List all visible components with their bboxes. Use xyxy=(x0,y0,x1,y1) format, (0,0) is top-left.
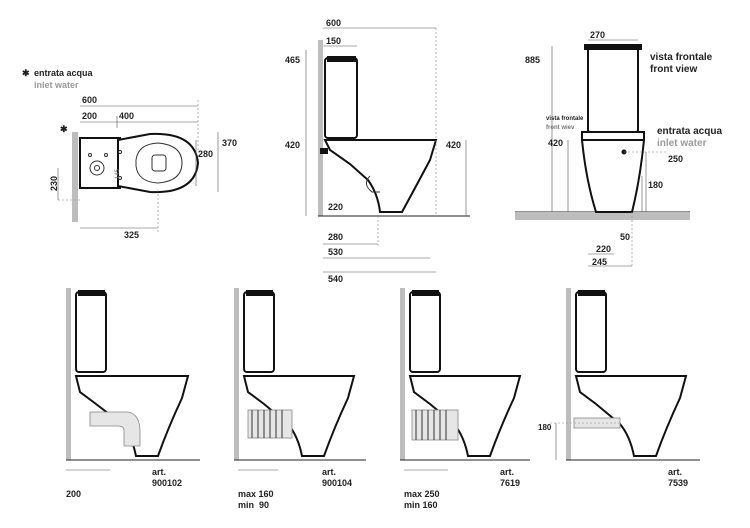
top-view-bowl xyxy=(117,132,200,194)
front-view-dim-250: 250 xyxy=(668,154,683,164)
front-view-dim-420: 420 xyxy=(548,138,563,148)
variant-art-label: art. xyxy=(668,467,682,477)
variant-wall xyxy=(66,288,71,460)
top-view-wall xyxy=(72,132,78,222)
variant-art-label: art. xyxy=(152,467,166,477)
top-view: ✱ entrata acqua inlet water ✱ 600 200 40… xyxy=(22,68,237,240)
front-view-inlet-it: entrata acqua xyxy=(657,126,722,137)
top-view-dim-145: 145 xyxy=(115,168,121,179)
variant-side-dim: 180 xyxy=(538,423,552,432)
legend-inlet-it: entrata acqua xyxy=(34,68,94,78)
side-view-dim-420-left: 420 xyxy=(285,140,300,150)
side-view-dim-220: 220 xyxy=(328,202,343,212)
side-view-wall xyxy=(318,40,323,216)
front-view-dim-885: 885 xyxy=(525,55,540,65)
side-view-dim-540: 540 xyxy=(328,274,343,284)
variant-wall xyxy=(566,288,571,460)
variant-art-label: art. xyxy=(322,467,336,477)
side-view-dim-465: 465 xyxy=(285,55,300,65)
top-view-drain xyxy=(151,154,167,172)
front-view-dim-50: 50 xyxy=(620,232,630,242)
variant-art-code: 900104 xyxy=(322,478,352,488)
variant-art-code: 7619 xyxy=(500,478,520,488)
variant-tank xyxy=(243,291,275,373)
variant-pipe xyxy=(411,409,459,441)
variant-dim-2: min 90 xyxy=(238,500,269,510)
variant-wall xyxy=(234,288,239,460)
variant-pipe xyxy=(89,411,141,447)
side-view-dim-150: 150 xyxy=(326,36,341,46)
variant-7539: 180 art. 7539 xyxy=(538,288,700,488)
variant-art-code: 7539 xyxy=(668,478,688,488)
front-view-inlet-en: inlet water xyxy=(657,138,707,149)
variant-7619: max 250 min 160 art. 7619 xyxy=(400,288,530,510)
front-view-bowl xyxy=(580,139,646,213)
side-view: 600 150 465 420 420 220 280 530 540 xyxy=(285,18,470,284)
front-view-dim-270: 270 xyxy=(590,30,605,40)
top-view-dim-230: 230 xyxy=(49,176,59,191)
top-view-dim-370: 370 xyxy=(222,138,237,148)
variant-wall xyxy=(400,288,405,460)
side-view-dim-420-right: 420 xyxy=(446,140,461,150)
variant-tank xyxy=(575,291,607,373)
legend-marker: ✱ xyxy=(22,68,30,78)
front-view: vista frontale front view 270 885 vista … xyxy=(515,30,722,268)
front-view-tank xyxy=(587,45,639,133)
variant-art-code: 900102 xyxy=(152,478,182,488)
side-view-dim-280: 280 xyxy=(328,232,343,242)
variant-900104: max 160 min 90 art. 900104 xyxy=(234,288,366,510)
top-view-inlet-marker: ✱ xyxy=(60,124,68,134)
variant-dim-1: max 250 xyxy=(404,489,440,499)
top-view-bowl-rim xyxy=(135,142,183,184)
variant-bowl xyxy=(574,375,688,457)
top-view-dim-600: 600 xyxy=(82,95,97,105)
side-view-dim-600: 600 xyxy=(326,18,341,28)
top-view-dim-325: 325 xyxy=(124,230,139,240)
top-view-dim-280: 280 xyxy=(198,149,213,159)
top-view-inlet-ring xyxy=(89,160,105,176)
front-view-dim-245: 245 xyxy=(592,257,607,267)
side-view-dim-530: 530 xyxy=(328,247,343,257)
front-view-floor-fill xyxy=(515,212,690,220)
front-view-small-it: vista frontale xyxy=(546,116,584,122)
variant-dim-2: min 160 xyxy=(404,500,438,510)
top-view-dim-200: 200 xyxy=(82,111,97,121)
variant-art-label: art. xyxy=(500,467,514,477)
legend-inlet-en: inlet water xyxy=(34,80,79,90)
front-view-small-en: front wiev xyxy=(546,125,575,131)
side-view-bowl xyxy=(323,139,438,213)
variant-pipe xyxy=(573,417,621,429)
front-view-dim-180: 180 xyxy=(648,180,663,190)
variant-dim-1: max 160 xyxy=(238,489,274,499)
front-view-title-it: vista frontale xyxy=(650,52,713,63)
variant-tank xyxy=(409,291,441,373)
side-view-tank xyxy=(324,57,358,139)
front-view-dim-220: 220 xyxy=(596,244,611,254)
variant-dim-1: 200 xyxy=(66,489,81,499)
front-view-title-en: front view xyxy=(650,64,697,75)
variant-900102: 200 art. 900102 xyxy=(66,288,200,499)
top-view-tank xyxy=(79,137,121,189)
top-view-dim-400: 400 xyxy=(119,111,134,121)
variant-tank xyxy=(75,291,107,373)
